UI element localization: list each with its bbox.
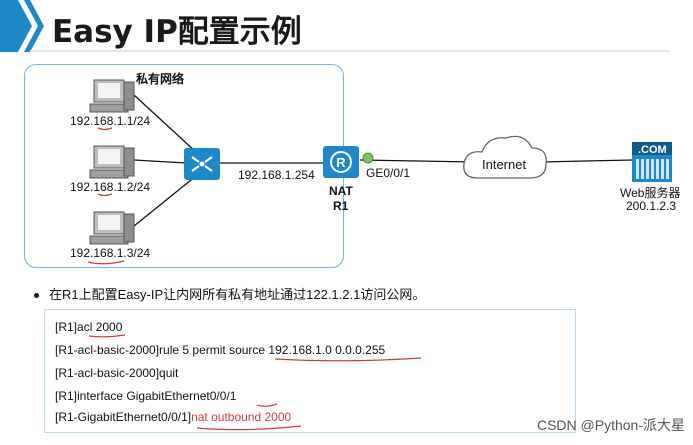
router-name: R1 [333,199,349,213]
watermark: CSDN @Python-派大星 [536,417,685,433]
link-host3-switch [133,175,197,227]
links [133,94,633,227]
command-prompt: [R1-GigabitEthernet0/0/1] [55,410,192,424]
header [0,0,693,56]
link-cloud-server [539,159,633,163]
command-prompt: [R1-acl-basic-2000] [55,343,160,357]
cloud-label: Internet [482,157,527,172]
title-divider [30,50,670,52]
router-role: NAT [329,184,353,198]
command-line: [R1-acl-basic-2000]rule 5 permit source … [55,343,385,357]
command-line: [R1]acl 2000 [55,320,122,334]
server-ip: 200.1.2.3 [626,199,677,213]
router-ip: 192.168.1.254 [238,168,315,182]
red-underlines [87,127,125,265]
server-icon [632,142,672,182]
server-badge: .COM [638,144,667,156]
command-line: [R1]interface GigabitEthernet0/0/1 [55,389,236,403]
command-text: interface GigabitEthernet0/0/1 [77,389,237,403]
command-line: [R1-acl-basic-2000]quit [55,366,178,380]
command-line: [R1-GigabitEthernet0/0/1]nat outbound 20… [55,410,291,424]
server-name: Web服务器 [620,186,681,200]
chevron-icon [0,0,44,52]
switch-icon [184,148,220,180]
svg-text:R: R [336,155,346,170]
cloud-icon [463,135,547,179]
command-underlines [88,334,422,431]
bullet-icon [34,293,39,299]
link-host1-switch [133,94,197,153]
command-text: acl 2000 [77,320,123,334]
router-icon: R [323,146,359,178]
port-indicator-icon [362,152,374,164]
command-text: quit [159,366,179,380]
pc-icon-1 [89,79,135,113]
pc-icon-3 [89,211,135,245]
link-host2-switch [133,159,187,164]
lan-label: 私有网络 [136,72,185,86]
command-text: rule 5 permit source 192.168.1.0 0.0.0.2… [159,343,386,357]
page-title: Easy IP配置示例 [52,14,302,50]
host-2-ip: 192.168.1.2/24 [70,180,151,194]
pc-icon-2 [89,145,135,179]
host-3-ip: 192.168.1.3/24 [70,246,151,260]
link-router-cloud [359,159,475,163]
command-prompt: [R1] [55,320,78,334]
network-diagram: R [87,79,672,265]
bullet-text: 在R1上配置Easy-IP让内网所有私有地址通过122.1.2.1访问公网。 [34,284,425,303]
host-1-ip: 192.168.1.1/24 [70,114,151,128]
command-prompt: [R1] [55,389,78,403]
command-text-highlight: nat outbound 2000 [191,410,292,424]
interface-label: GE0/0/1 [366,166,411,180]
command-box: [R1]acl 2000 [R1-acl-basic-2000]rule 5 p… [44,309,576,433]
bullet-content: 在R1上配置Easy-IP让内网所有私有地址通过122.1.2.1访问公网。 [49,287,426,302]
command-prompt: [R1-acl-basic-2000] [55,366,160,380]
